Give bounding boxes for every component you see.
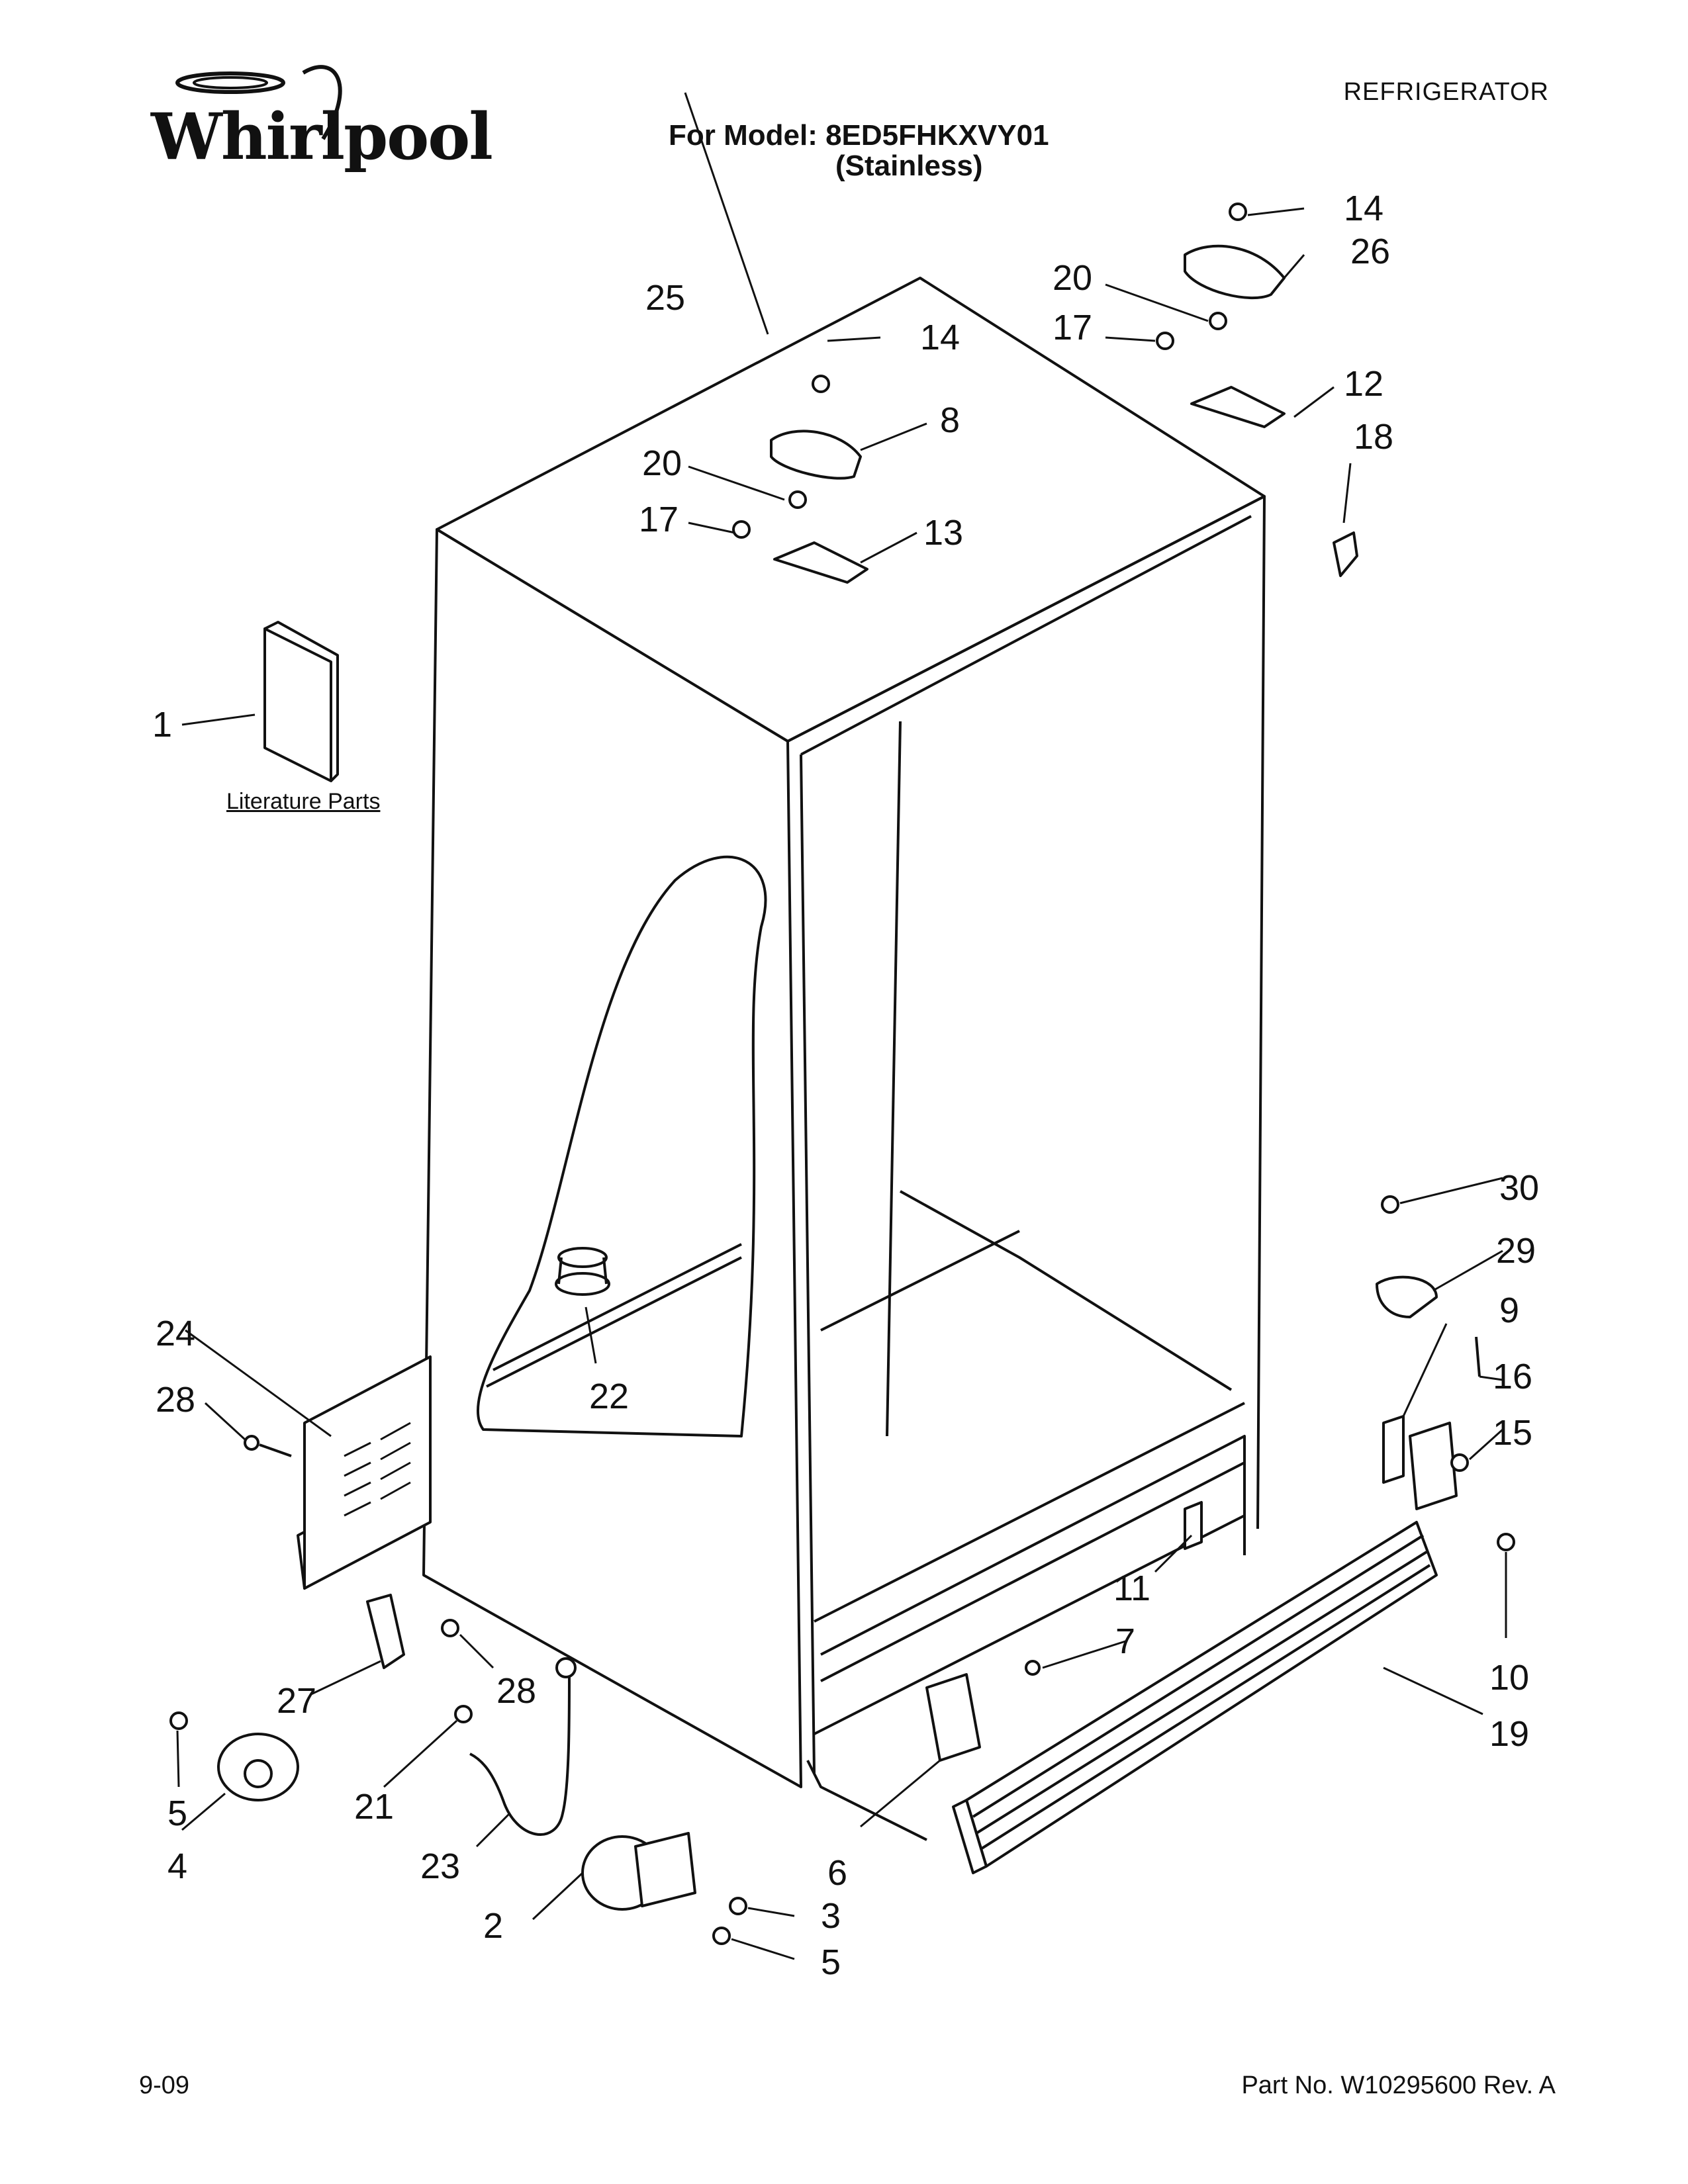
finish-line: (Stainless)	[835, 150, 983, 182]
shim	[1184, 1501, 1203, 1550]
callout-17a: 17	[1052, 308, 1093, 347]
callout-11: 11	[1113, 1569, 1151, 1608]
roller-assembly-center	[581, 1832, 747, 1945]
model-line: For Model: 8ED5FHKXVY01	[669, 119, 1049, 152]
upper-right-hinge	[1156, 203, 1358, 577]
rear-bracket	[366, 1594, 459, 1669]
callout-28a: 28	[155, 1380, 196, 1420]
callout-1: 1	[152, 705, 173, 745]
callout-16: 16	[1492, 1357, 1533, 1396]
logo-swirl-icon	[175, 65, 342, 140]
callout-5b: 5	[820, 1942, 841, 1982]
callout-12: 12	[1343, 364, 1384, 404]
callout-6: 6	[827, 1853, 848, 1893]
callout-8: 8	[939, 400, 961, 440]
toe-grille	[952, 1521, 1438, 1874]
literature-booklet	[263, 621, 339, 782]
callout-23: 23	[420, 1846, 461, 1886]
cabinet-outline	[422, 277, 1266, 1841]
literature-parts-label: Literature Parts	[226, 789, 381, 814]
upper-left-hinge	[732, 375, 868, 584]
callout-29: 29	[1495, 1231, 1536, 1271]
roller-assembly-left	[169, 1711, 299, 1801]
rear-access-cover	[244, 1355, 432, 1590]
callout-14b: 14	[919, 318, 961, 357]
footer-date: 9-09	[139, 2071, 190, 2099]
brand-logo: Whirlpool	[151, 65, 493, 174]
callout-19: 19	[1489, 1714, 1530, 1754]
callout-22: 22	[588, 1377, 630, 1416]
callout-9: 9	[1499, 1291, 1520, 1330]
callout-25: 25	[645, 278, 686, 318]
category-label: REFRIGERATOR	[1343, 78, 1549, 106]
callout-18: 18	[1353, 417, 1394, 457]
water-tube	[454, 1657, 577, 1837]
callout-14a: 14	[1343, 189, 1384, 228]
callout-4: 4	[167, 1846, 188, 1886]
brand-name: Whirlpool	[151, 99, 493, 174]
callout-26: 26	[1350, 232, 1391, 271]
callout-20b: 20	[641, 443, 682, 483]
callout-13: 13	[923, 513, 964, 553]
callout-30: 30	[1499, 1168, 1540, 1208]
callout-28b: 28	[496, 1671, 537, 1711]
callout-5a: 5	[167, 1794, 188, 1833]
callout-2: 2	[483, 1906, 504, 1946]
callout-24: 24	[155, 1314, 196, 1353]
callout-leaders	[176, 92, 1507, 1960]
callout-15: 15	[1492, 1413, 1533, 1453]
callout-10: 10	[1489, 1658, 1530, 1698]
hinge-bracket-right	[1376, 1195, 1515, 1551]
grille-clip	[925, 1660, 1041, 1762]
cabinet-plug	[555, 1247, 610, 1296]
callout-3: 3	[820, 1896, 841, 1936]
callout-27: 27	[276, 1681, 317, 1721]
callout-21: 21	[353, 1787, 395, 1827]
footer-part-number: Part No. W10295600 Rev. A	[1241, 2071, 1556, 2099]
callout-7: 7	[1115, 1621, 1136, 1661]
callout-17b: 17	[638, 500, 679, 539]
callout-20a: 20	[1052, 258, 1093, 298]
